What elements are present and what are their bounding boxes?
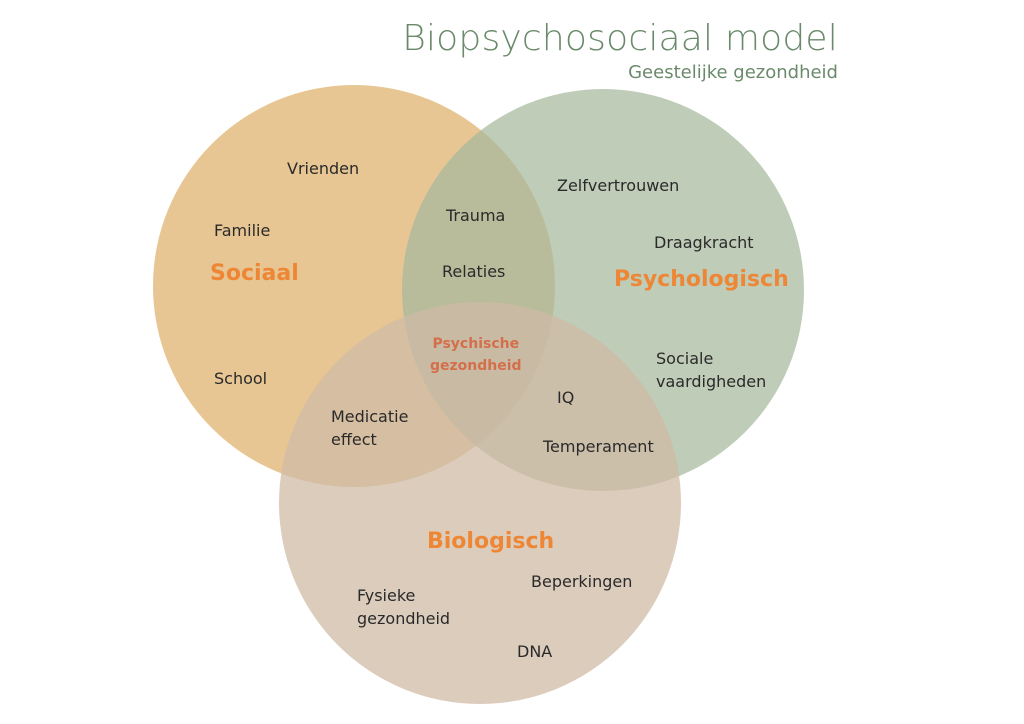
label-familie: Familie	[214, 221, 271, 240]
label-medicatie-effect: Medicatie effect	[331, 405, 408, 451]
center-label-line2: gezondheid	[430, 358, 522, 374]
label-vrienden: Vrienden	[287, 159, 360, 178]
circle-biologisch	[279, 302, 681, 704]
label-fysieke-gezondheid: Fysieke gezondheid	[357, 584, 450, 630]
diagram-title: Biopsychosociaal model	[402, 18, 838, 59]
label-draagkracht: Draagkracht	[654, 233, 754, 252]
center-label: Psychische gezondheid	[430, 333, 522, 377]
diagram-subtitle: Geestelijke gezondheid	[628, 62, 838, 83]
label-beperkingen: Beperkingen	[531, 572, 633, 591]
label-iq: IQ	[557, 388, 575, 407]
center-label-line1: Psychische	[432, 336, 520, 352]
label-fysieke-line1: Fysieke	[357, 586, 416, 605]
label-medicatie-line1: Medicatie	[331, 407, 409, 426]
label-zelfvertrouwen: Zelfvertrouwen	[557, 176, 680, 195]
category-sociaal: Sociaal	[210, 261, 299, 286]
label-trauma: Trauma	[446, 206, 506, 225]
label-medicatie-line2: effect	[331, 430, 377, 449]
label-sociale-line2: vaardigheden	[656, 372, 767, 391]
label-temperament: Temperament	[543, 437, 654, 456]
label-dna: DNA	[517, 642, 553, 661]
category-psychologisch: Psychologisch	[614, 267, 789, 292]
label-school: School	[214, 369, 268, 388]
label-sociale-line1: Sociale	[656, 349, 714, 368]
label-sociale-vaardigheden: Sociale vaardigheden	[656, 347, 766, 393]
label-relaties: Relaties	[442, 262, 506, 281]
category-biologisch: Biologisch	[427, 529, 555, 554]
label-fysieke-line2: gezondheid	[357, 609, 451, 628]
